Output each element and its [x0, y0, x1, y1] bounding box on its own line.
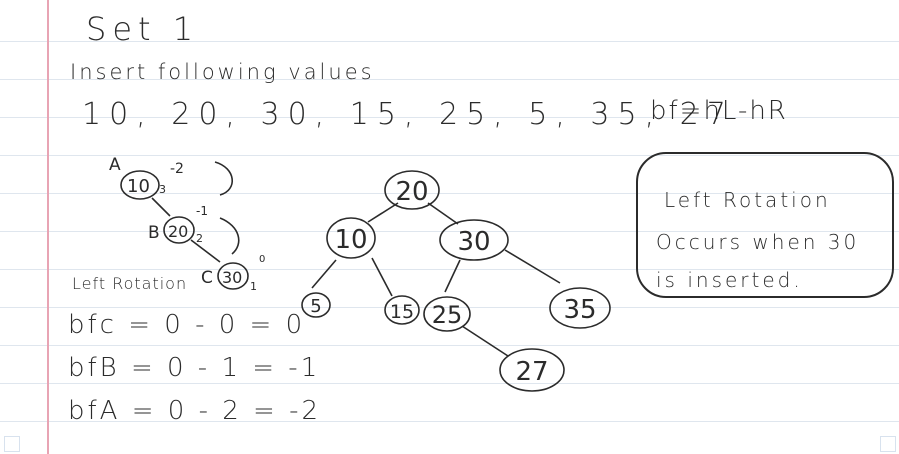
instruction-text: Insert following values — [70, 60, 375, 84]
tree-node-10-value: 10 — [334, 225, 367, 255]
tree-node-20-circle — [384, 170, 440, 210]
tree-node-25-value: 25 — [432, 301, 463, 329]
tree-node-5-circle — [301, 292, 331, 318]
small-node-c-height: 1 — [250, 280, 257, 293]
small-node-c-bf: 0 — [259, 254, 265, 265]
note-line-2: Occurs when 30 — [656, 230, 860, 254]
rotation-note-box: Left Rotation Occurs when 30 is inserted… — [636, 152, 894, 298]
equation-bf-a: bfA = 0 - 2 = -2 — [68, 396, 321, 426]
small-edge-a-b — [151, 197, 171, 217]
small-annotation-curve-b — [219, 217, 240, 255]
small-node-b-circle — [163, 216, 195, 244]
tree-node-27-value: 27 — [515, 357, 548, 387]
tree-node-15-value: 15 — [390, 301, 414, 323]
edge-25-27 — [461, 325, 509, 357]
tree-node-35-circle — [549, 287, 611, 329]
small-edge-b-c — [190, 239, 221, 263]
page-title: Set 1 — [86, 10, 200, 48]
page-corner-mark-right — [880, 436, 896, 452]
equation-bf-b: bfB = 0 - 1 = -1 — [68, 353, 321, 383]
tree-node-15-circle — [384, 295, 420, 325]
small-node-c-value: 30 — [222, 268, 242, 287]
tree-node-5-value: 5 — [310, 296, 321, 317]
small-annotation-curve-a — [214, 161, 233, 196]
small-node-b-value: 20 — [168, 222, 188, 241]
edge-10-15 — [371, 257, 393, 297]
tree-node-10-circle — [326, 217, 376, 259]
balance-factor-formula: bf=hL-hR — [650, 96, 788, 126]
note-line-3: is inserted. — [656, 268, 803, 292]
tree-node-30-circle — [439, 219, 509, 261]
note-line-1: Left Rotation — [664, 188, 831, 212]
small-node-a-bf: -2 — [170, 161, 184, 177]
small-node-b-height: 2 — [196, 232, 203, 245]
small-node-a-value: 10 — [127, 176, 150, 197]
equation-bf-c: bfc = 0 - 0 = 0 — [68, 310, 306, 340]
small-node-a-height: 3 — [159, 183, 166, 196]
rotation-label: Left Rotation — [72, 274, 188, 293]
page-corner-mark-left — [4, 436, 20, 452]
edge-20-30 — [427, 202, 459, 225]
tree-node-30-value: 30 — [457, 227, 490, 257]
edge-20-10 — [367, 202, 399, 223]
small-node-c-circle — [217, 262, 249, 290]
edge-30-25 — [444, 259, 461, 293]
values-line: 10, 20, 30, 15, 25, 5, 35, 27 — [82, 97, 734, 132]
edge-10-5 — [311, 259, 337, 289]
label-c: C — [201, 268, 213, 288]
tree-node-27-circle — [499, 348, 565, 392]
tree-node-25-circle — [423, 296, 471, 332]
label-b: B — [148, 223, 160, 243]
edge-30-35 — [504, 249, 561, 284]
label-a: A — [109, 155, 121, 175]
small-node-a-circle — [120, 170, 160, 200]
tree-node-20-value: 20 — [395, 177, 428, 207]
small-node-b-bf: -1 — [196, 204, 208, 218]
margin-line — [47, 0, 49, 454]
tree-node-35-value: 35 — [563, 295, 596, 325]
